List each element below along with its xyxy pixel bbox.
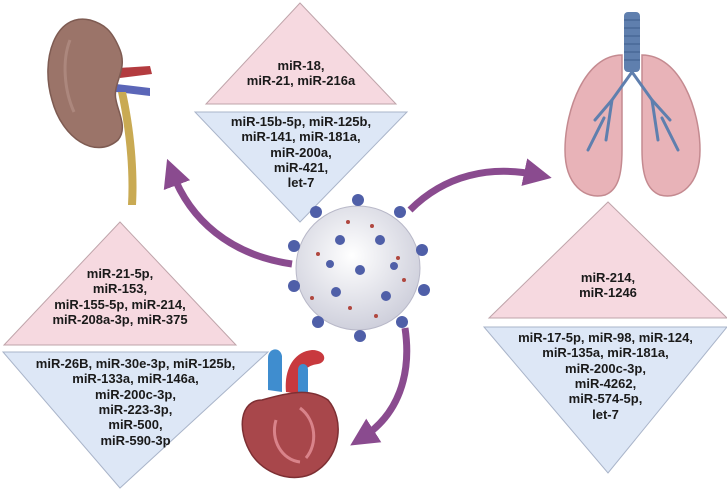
mirna-line: miR-200a, bbox=[270, 144, 332, 160]
kidney-downregulated-mirnas: miR-15b-5p, miR-125b,miR-141, miR-181a,m… bbox=[195, 114, 407, 191]
kidney-downregulated-triangle bbox=[193, 111, 409, 223]
mirna-line: miR-208a-3p, miR-375 bbox=[52, 311, 188, 327]
mirna-line: miR-133a, miR-146a, bbox=[72, 371, 199, 387]
mirna-line: miR-141, miR-181a, bbox=[241, 129, 361, 145]
mirna-line: miR-421, bbox=[273, 159, 329, 175]
mirna-line: miR-4262, bbox=[574, 375, 637, 391]
arrow-to-heart bbox=[350, 327, 411, 446]
mirna-line: miR-15b-5p, miR-125b, bbox=[230, 114, 372, 129]
mirna-line: miR-135a, miR-181a, bbox=[542, 345, 669, 361]
arrow-to-lung bbox=[407, 158, 552, 213]
mirna-line: miR-200c-3p, bbox=[565, 360, 646, 376]
mirna-line: miR-21-5p, bbox=[86, 266, 154, 281]
lung-upregulated-triangle bbox=[487, 201, 727, 319]
coronavirus-icon bbox=[288, 194, 430, 342]
mirna-line: miR-155-5p, miR-214, bbox=[54, 296, 186, 312]
mirna-line: let-7 bbox=[592, 406, 619, 422]
heart-icon bbox=[241, 349, 339, 479]
mirna-line: miR-590-3p bbox=[100, 432, 171, 448]
kidney-upregulated-mirnas: miR-18,miR-21, miR-216a bbox=[206, 58, 396, 89]
mirna-line: miR-18, bbox=[277, 58, 325, 73]
lung-downregulated-triangle bbox=[482, 326, 727, 474]
lung-upregulated-mirnas: miR-214,miR-1246 bbox=[490, 270, 726, 301]
mirna-line: miR-574-5p, bbox=[568, 391, 643, 407]
mirna-line: miR-214, bbox=[580, 270, 636, 285]
mirna-line: miR-153, bbox=[92, 281, 148, 297]
heart-downregulated-triangle bbox=[1, 351, 270, 489]
mirna-line: miR-17-5p, miR-98, miR-124, bbox=[518, 330, 693, 345]
mirna-line: miR-223-3p, bbox=[98, 401, 173, 417]
lung-downregulated-mirnas: miR-17-5p, miR-98, miR-124,miR-135a, miR… bbox=[484, 330, 727, 422]
heart-downregulated-mirnas: miR-26B, miR-30e-3p, miR-125b,miR-133a, … bbox=[3, 356, 268, 448]
mirna-line: let-7 bbox=[287, 175, 315, 191]
mirna-line: miR-21, miR-216a bbox=[246, 73, 356, 89]
mirna-line: miR-500, bbox=[108, 417, 163, 433]
heart-upregulated-mirnas: miR-21-5p,miR-153,miR-155-5p, miR-214,mi… bbox=[4, 266, 236, 327]
mirna-line: miR-26B, miR-30e-3p, miR-125b, bbox=[35, 356, 236, 371]
heart-upregulated-triangle bbox=[2, 221, 238, 346]
mirna-line: miR-1246 bbox=[579, 285, 637, 301]
kidney-icon bbox=[47, 18, 152, 205]
lungs-icon bbox=[564, 12, 701, 197]
mirna-line: miR-200c-3p, bbox=[95, 386, 176, 402]
kidney-upregulated-triangle bbox=[204, 2, 398, 105]
arrow-to-kidney bbox=[163, 158, 293, 268]
